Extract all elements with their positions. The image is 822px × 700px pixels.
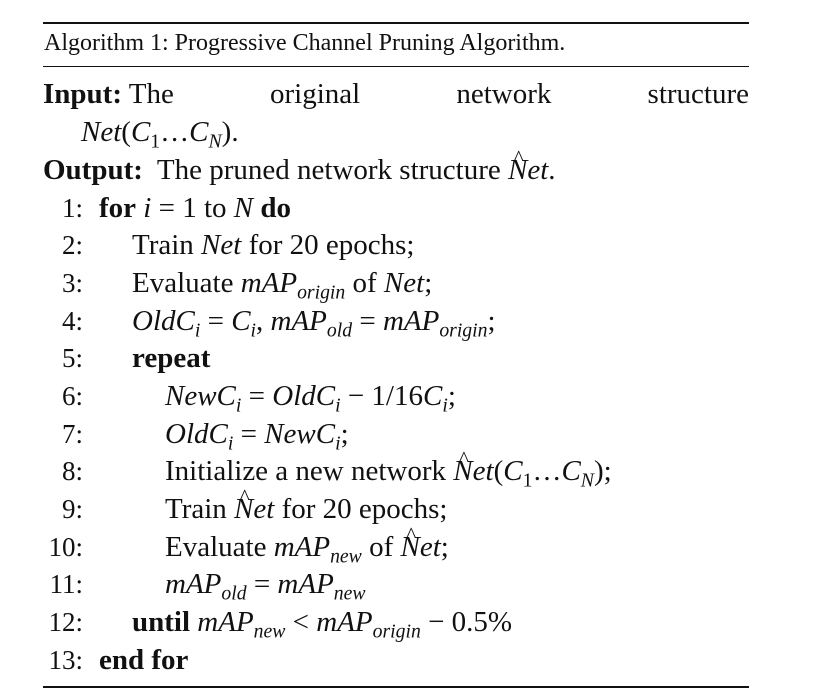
input-continuation: Net(C1…CN). — [81, 116, 239, 153]
step-number: 13: — [48, 645, 83, 675]
step-number: 9: — [61, 494, 83, 524]
step-5: 5: repeat — [43, 340, 749, 376]
input-justified: Input: The original network structure — [43, 76, 749, 112]
step-number: 6: — [61, 381, 83, 411]
step-text: for i = 1 to N do — [99, 192, 291, 224]
input-word-1: The — [128, 78, 174, 110]
output-label: Output: — [43, 154, 143, 186]
input-label: Input: — [43, 78, 122, 110]
step-number: 10: — [48, 532, 83, 562]
output-line: Output: The pruned network structure Net… — [43, 152, 749, 188]
step-text: mAPold = mAPnew — [165, 568, 366, 605]
input-word-3: network — [456, 78, 552, 110]
step-text: Train Net for 20 epochs; — [165, 491, 447, 527]
step-9: 9: Train Net for 20 epochs; — [43, 491, 749, 527]
step-text: repeat — [132, 342, 211, 374]
step-text: Evaluate mAPnew of Net; — [165, 529, 449, 566]
step-text: NewCi = OldCi − 1/16Ci; — [165, 380, 456, 417]
algorithm-caption: Algorithm 1: Progressive Channel Pruning… — [44, 30, 566, 56]
step-number: 5: — [61, 343, 83, 373]
step-number: 8: — [61, 456, 83, 486]
step-text: Evaluate mAPorigin of Net; — [132, 267, 433, 304]
step-7: 7: OldCi = NewCi; — [43, 416, 749, 455]
step-number: 11: — [49, 569, 84, 599]
step-8: 8: Initialize a new network Net(C1…CN); — [43, 453, 749, 490]
step-number: 4: — [61, 306, 83, 336]
step-text: OldCi = NewCi; — [165, 418, 349, 455]
step-number: 12: — [48, 607, 83, 637]
step-10: 10: Evaluate mAPnew of Net; — [43, 529, 749, 566]
input-word-4: structure — [647, 78, 749, 110]
step-text: OldCi = Ci, mAPold = mAPorigin; — [132, 305, 496, 342]
input-line: Input: The original network structure — [43, 76, 749, 112]
step-4: 4: OldCi = Ci, mAPold = mAPorigin; — [43, 303, 749, 342]
step-number: 7: — [61, 419, 83, 449]
step-3: 3: Evaluate mAPorigin of Net; — [43, 265, 749, 304]
step-text: Train Net for 20 epochs; — [132, 229, 415, 261]
input-head: Input: The — [43, 76, 174, 112]
step-number: 3: — [61, 268, 83, 298]
step-text: until mAPnew < mAPorigin − 0.5% — [132, 606, 513, 643]
step-6: 6: NewCi = OldCi − 1/16Ci; — [43, 378, 749, 417]
bottom-rule — [43, 686, 749, 688]
step-text: end for — [99, 644, 189, 676]
step-1: 1: for i = 1 to N do — [43, 190, 749, 226]
step-text: Initialize a new network Net(C1…CN); — [165, 453, 612, 490]
caption-rule — [43, 66, 749, 67]
step-number: 1: — [61, 193, 83, 223]
step-2: 2: Train Net for 20 epochs; — [43, 227, 749, 263]
step-number: 2: — [61, 230, 83, 260]
top-rule — [43, 22, 749, 24]
input-word-2: original — [269, 78, 361, 110]
step-13: 13: end for — [43, 642, 749, 678]
step-12: 12: until mAPnew < mAPorigin − 0.5% — [43, 604, 749, 643]
step-11: 11: mAPold = mAPnew — [43, 566, 749, 605]
